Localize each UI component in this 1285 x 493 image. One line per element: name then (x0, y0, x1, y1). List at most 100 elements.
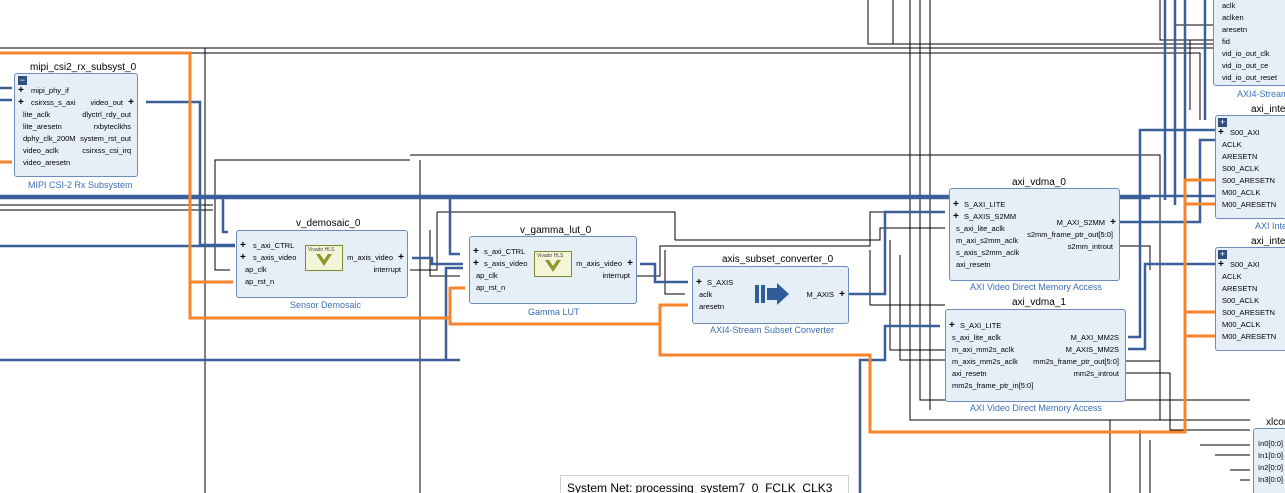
port-s-axi-lite-aclk[interactable]: s_axi_lite_aclk (952, 333, 1001, 342)
port-m00-aclk[interactable]: M00_ACLK (1222, 188, 1261, 197)
port-csirxss-csi-irq[interactable]: csirxss_csi_irq (82, 146, 131, 155)
expand-port-icon[interactable]: + (398, 252, 404, 263)
port-lite-aresetn[interactable]: lite_aresetn (23, 122, 62, 131)
port-s-axis[interactable]: S_AXIS (707, 278, 734, 287)
port-vid-io-out-reset[interactable]: vid_io_out_reset (1222, 73, 1278, 82)
axi4-stream-video-out-block[interactable]: aclk aclken aresetn fid vid_io_out_clk v… (1213, 0, 1285, 86)
port-m-axis-video[interactable]: m_axis_video (347, 253, 393, 262)
axi-interconnect-0-block[interactable]: + + S00_AXI ACLK ARESETN S00_ACLK S00_AR… (1215, 115, 1285, 219)
port-m-axis-video[interactable]: m_axis_video (576, 259, 622, 268)
port-s-axi-lite[interactable]: S_AXI_LITE (964, 200, 1006, 209)
expand-port-icon[interactable]: + (473, 258, 479, 269)
port-s00-aclk[interactable]: S00_ACLK (1222, 296, 1260, 305)
port-aresetn[interactable]: aresetn (1222, 25, 1248, 34)
port-dlyctrl-rdy-out[interactable]: dlyctrl_rdy_out (82, 110, 131, 119)
expand-port-icon[interactable]: + (1110, 217, 1116, 228)
axis-subset-converter-block[interactable]: + S_AXIS aclk aresetn M_AXIS + (692, 266, 849, 324)
expand-port-icon[interactable]: + (128, 97, 134, 108)
expand-icon[interactable]: + (1218, 117, 1227, 127)
port-interrupt[interactable]: interrupt (373, 265, 401, 274)
port-s-axis-video[interactable]: s_axis_video (484, 259, 528, 268)
port-m-axi-s2mm-aclk[interactable]: m_axi_s2mm_aclk (956, 236, 1019, 245)
port-s00-axi[interactable]: S00_AXI (1230, 260, 1260, 269)
expand-port-icon[interactable]: + (18, 85, 24, 96)
axi-vdma-0-block[interactable]: + S_AXI_LITE + S_AXIS_S2MM s_axi_lite_ac… (949, 188, 1120, 281)
port-aclk[interactable]: aclk (699, 290, 713, 299)
port-in3[interactable]: In3[0:0] (1258, 475, 1284, 484)
port-mm2s-frame-ptr-out[interactable]: mm2s_frame_ptr_out[5:0] (1033, 357, 1119, 366)
port-s-axis-video[interactable]: s_axis_video (253, 253, 297, 262)
port-rxbyteclkhs[interactable]: rxbyteclkhs (93, 122, 131, 131)
port-fid[interactable]: fid (1222, 37, 1230, 46)
v-demosaic-block[interactable]: + s_axi_CTRL + s_axis_video ap_clk ap_rs… (236, 230, 408, 298)
port-m-axi-s2mm[interactable]: M_AXI_S2MM (1056, 218, 1105, 227)
port-m-axi-mm2s[interactable]: M_AXI_MM2S (1070, 333, 1119, 342)
expand-port-icon[interactable]: + (696, 277, 702, 288)
port-aresetn[interactable]: ARESETN (1222, 152, 1258, 161)
expand-port-icon[interactable]: + (953, 199, 959, 210)
port-s-axis-s2mm[interactable]: S_AXIS_S2MM (964, 212, 1017, 221)
expand-port-icon[interactable]: + (240, 240, 246, 251)
expand-port-icon[interactable]: + (627, 258, 633, 269)
port-ap-clk[interactable]: ap_clk (245, 265, 267, 274)
port-s00-aclk[interactable]: S00_ACLK (1222, 164, 1260, 173)
port-s00-aresetn[interactable]: S00_ARESETN (1222, 308, 1275, 317)
expand-port-icon[interactable]: + (1218, 127, 1224, 138)
port-in2[interactable]: In2[0:0] (1258, 463, 1284, 472)
port-m00-aclk[interactable]: M00_ACLK (1222, 320, 1261, 329)
port-aclken[interactable]: aclken (1222, 13, 1244, 22)
port-s2mm-frame-ptr-out[interactable]: s2mm_frame_ptr_out[5:0] (1027, 230, 1113, 239)
expand-port-icon[interactable]: + (839, 289, 845, 300)
expand-port-icon[interactable]: + (473, 246, 479, 257)
port-m-axis-mm2s[interactable]: M_AXIS_MM2S (1065, 345, 1119, 354)
port-ap-rst-n[interactable]: ap_rst_n (476, 283, 506, 292)
port-s00-axi[interactable]: S00_AXI (1230, 128, 1260, 137)
port-m-axis-mm2s-aclk[interactable]: m_axis_mm2s_aclk (952, 357, 1018, 366)
port-s00-aresetn[interactable]: S00_ARESETN (1222, 176, 1275, 185)
port-vid-io-out-ce[interactable]: vid_io_out_ce (1222, 61, 1269, 70)
port-mipi-phy-if[interactable]: mipi_phy_if (31, 86, 69, 95)
port-mm2s-introut[interactable]: mm2s_introut (1073, 369, 1119, 378)
port-video-out[interactable]: video_out (90, 98, 123, 107)
port-s2mm-introut[interactable]: s2mm_introut (1067, 242, 1113, 251)
port-aresetn[interactable]: ARESETN (1222, 284, 1258, 293)
port-s-axi-lite-aclk[interactable]: s_axi_lite_aclk (956, 224, 1005, 233)
port-mm2s-frame-ptr-in[interactable]: mm2s_frame_ptr_in[5:0] (952, 381, 1034, 390)
port-s-axi-ctrl[interactable]: s_axi_CTRL (484, 247, 526, 256)
v-gamma-lut-block[interactable]: + s_axi_CTRL + s_axis_video ap_clk ap_rs… (469, 236, 637, 304)
collapse-icon[interactable]: − (18, 75, 27, 85)
port-s-axi-lite[interactable]: S_AXI_LITE (960, 321, 1002, 330)
axi-vdma-1-block[interactable]: + S_AXI_LITE s_axi_lite_aclk m_axi_mm2s_… (945, 309, 1126, 402)
expand-icon[interactable]: + (1218, 249, 1227, 259)
port-m-axi-mm2s-aclk[interactable]: m_axi_mm2s_aclk (952, 345, 1015, 354)
xlconcat-block[interactable]: In0[0:0] In1[0:0] In2[0:0] In3[0:0] (1253, 428, 1285, 493)
port-csirxss-s-axi[interactable]: csirxss_s_axi (31, 98, 76, 107)
port-aclk[interactable]: ACLK (1222, 140, 1242, 149)
port-aclk[interactable]: aclk (1222, 1, 1236, 10)
port-m00-aresetn[interactable]: M00_ARESETN (1222, 200, 1277, 209)
expand-port-icon[interactable]: + (240, 252, 246, 263)
port-s-axi-ctrl[interactable]: s_axi_CTRL (253, 241, 295, 250)
port-aresetn[interactable]: aresetn (699, 302, 725, 311)
expand-port-icon[interactable]: + (1218, 259, 1224, 270)
port-lite-aclk[interactable]: lite_aclk (23, 110, 51, 119)
port-in0[interactable]: In0[0:0] (1258, 439, 1284, 448)
mipi-csi2-rx-block[interactable]: − + mipi_phy_if + csirxss_s_axi lite_acl… (14, 73, 138, 177)
port-ap-clk[interactable]: ap_clk (476, 271, 498, 280)
port-in1[interactable]: In1[0:0] (1258, 451, 1284, 460)
port-m-axis[interactable]: M_AXIS (806, 290, 834, 299)
port-system-rst-out[interactable]: system_rst_out (80, 134, 131, 143)
port-interrupt[interactable]: interrupt (602, 271, 630, 280)
port-axi-resetn[interactable]: axi_resetn (956, 260, 991, 269)
port-m00-aresetn[interactable]: M00_ARESETN (1222, 332, 1277, 341)
port-video-aresetn[interactable]: video_aresetn (23, 158, 71, 167)
port-vid-io-out-clk[interactable]: vid_io_out_clk (1222, 49, 1270, 58)
expand-port-icon[interactable]: + (18, 97, 24, 108)
port-ap-rst-n[interactable]: ap_rst_n (245, 277, 275, 286)
port-aclk[interactable]: ACLK (1222, 272, 1242, 281)
expand-port-icon[interactable]: + (949, 320, 955, 331)
axi-interconnect-1-block[interactable]: + + S00_AXI ACLK ARESETN S00_ACLK S00_AR… (1215, 247, 1285, 351)
expand-port-icon[interactable]: + (953, 211, 959, 222)
port-dphy-clk[interactable]: dphy_clk_200M (23, 134, 76, 143)
